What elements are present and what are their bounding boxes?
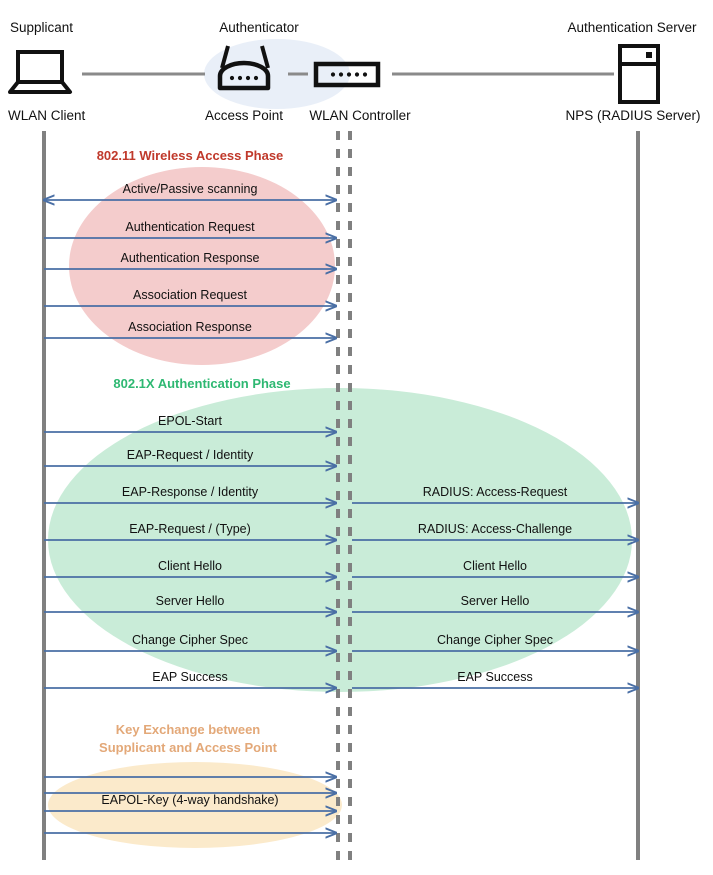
role-title-authenticator: Authenticator: [219, 20, 299, 35]
message-label: EAP-Request / Identity: [126, 448, 254, 462]
phase-label-80211: 802.11 Wireless Access Phase: [96, 148, 284, 163]
server-icon: [618, 44, 660, 104]
message-label: Association Response: [128, 320, 252, 334]
message-label: RADIUS: Access-Challenge: [417, 522, 573, 536]
message-label: Server Hello: [460, 594, 530, 608]
laptop-icon: [8, 50, 72, 94]
message-label: Client Hello: [158, 559, 222, 573]
message-label: EPOL-Start: [158, 414, 222, 428]
authenticator-group-ellipse: [204, 39, 350, 109]
message-label: Change Cipher Spec: [131, 633, 249, 647]
wlan-controller-icon: [313, 61, 381, 88]
device-name-wlan-controller: WLAN Controller: [309, 108, 411, 123]
phase-80211-ellipse: [69, 167, 335, 365]
message-label: RADIUS: Access-Request: [422, 485, 568, 499]
message-label: Authentication Request: [125, 220, 255, 234]
device-name-nps-radius-server: NPS (RADIUS Server): [565, 108, 701, 123]
message-label: Active/Passive scanning: [122, 182, 258, 196]
phase-8021x-ellipse: [48, 388, 632, 692]
device-name-access-point: Access Point: [204, 108, 284, 123]
message-label: Association Request: [133, 288, 247, 302]
device-name-wlan-client: WLAN Client: [8, 108, 86, 123]
access-point-icon: [217, 45, 271, 91]
message-label: Change Cipher Spec: [436, 633, 554, 647]
message-label: EAPOL-Key (4-way handshake): [101, 793, 279, 807]
message-label: EAP-Response / Identity: [121, 485, 259, 499]
message-label: Authentication Response: [120, 251, 260, 265]
role-title-supplicant: Supplicant: [10, 20, 74, 35]
message-label: Client Hello: [463, 559, 527, 573]
role-title-auth-server: Authentication Server: [567, 20, 697, 35]
phase-key-exchange-ellipse: [48, 762, 342, 848]
phase-label-8021x: 802.1X Authentication Phase: [113, 376, 291, 391]
message-label: EAP-Request / (Type): [129, 522, 251, 536]
message-label: Server Hello: [155, 594, 225, 608]
message-label: EAP Success: [457, 670, 533, 684]
message-label: EAP Success: [152, 670, 228, 684]
message-arrow-layer: [44, 200, 638, 833]
